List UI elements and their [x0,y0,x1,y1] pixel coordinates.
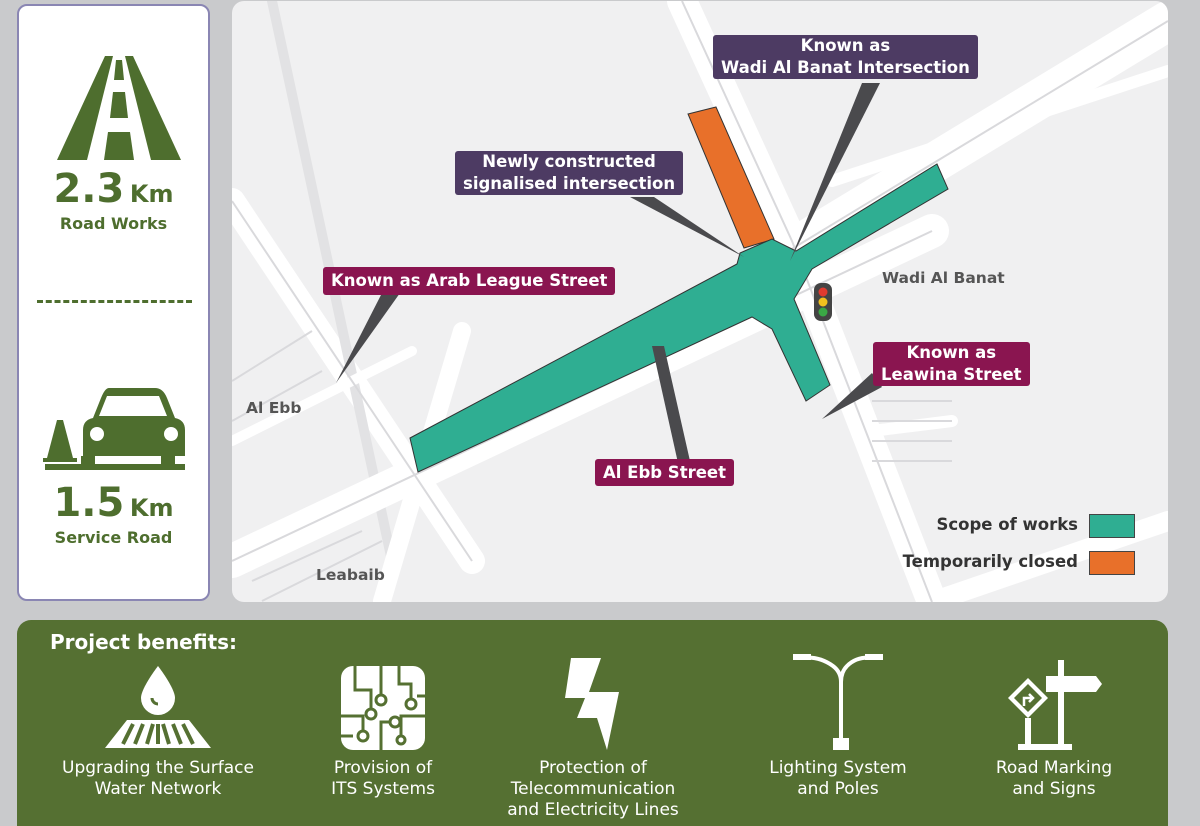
benefit-label: Upgrading the Surface Water Network [62,758,254,799]
map-base [232,1,1168,602]
callout-new-intersection: Newly constructed signalised intersectio… [455,151,684,195]
callout-arab-league-street: Known as Arab League Street [323,267,616,295]
legend-label-closed: Temporarily closed [902,552,1078,571]
benefit-label: Road Marking and Signs [995,758,1113,799]
circuit-icon [341,666,425,750]
legend-label-scope: Scope of works [936,515,1078,534]
place-leabaib: Leabaib [316,566,385,584]
legend-swatch-scope [1089,514,1135,538]
stats-panel: 2.3 Km Road Works 1.5 Km Service Road [17,4,210,601]
lightning-icon [565,658,619,750]
legend-swatch-closed [1089,551,1135,575]
benefit-its-systems: Provision of ITS Systems [263,660,503,800]
benefit-road-marking: Road Marking and Signs [934,660,1174,800]
benefits-title: Project benefits: [50,630,238,654]
road-icon [57,56,181,160]
road-sign-icon [1008,660,1102,750]
callout-al-ebb-street: Al Ebb Street [595,459,734,486]
project-map: Known as Wadi Al Banat Intersection Newl… [232,1,1168,602]
service-road-value: 1.5 Km [53,480,174,526]
callout-wadi-al-banat-intersection: Known as Wadi Al Banat Intersection [713,35,978,79]
project-benefits-panel: Project benefits: Upgrading the Surface … [17,620,1168,826]
service-road-label: Service Road [54,528,173,547]
benefit-label: Provision of ITS Systems [331,758,435,799]
benefit-label: Lighting System and Poles [769,758,907,799]
callout-leawina-street: Known as Leawina Street [873,342,1030,386]
divider [37,300,192,303]
car-cone-icon [43,388,185,470]
place-al-ebb: Al Ebb [246,399,302,417]
traffic-light-icon [814,283,832,321]
road-works-label: Road Works [59,214,168,233]
benefit-label: Protection of Telecommunication and Elec… [507,758,679,820]
place-wadi-al-banat: Wadi Al Banat [882,269,1005,287]
benefit-water-network: Upgrading the Surface Water Network [38,660,278,800]
benefit-lighting-system: Lighting System and Poles [718,654,958,800]
water-drop-icon [105,666,211,748]
benefit-telecom-protection: Protection of Telecommunication and Elec… [473,658,713,821]
road-works-value: 2.3 Km [53,166,174,212]
street-light-icon [793,654,883,750]
